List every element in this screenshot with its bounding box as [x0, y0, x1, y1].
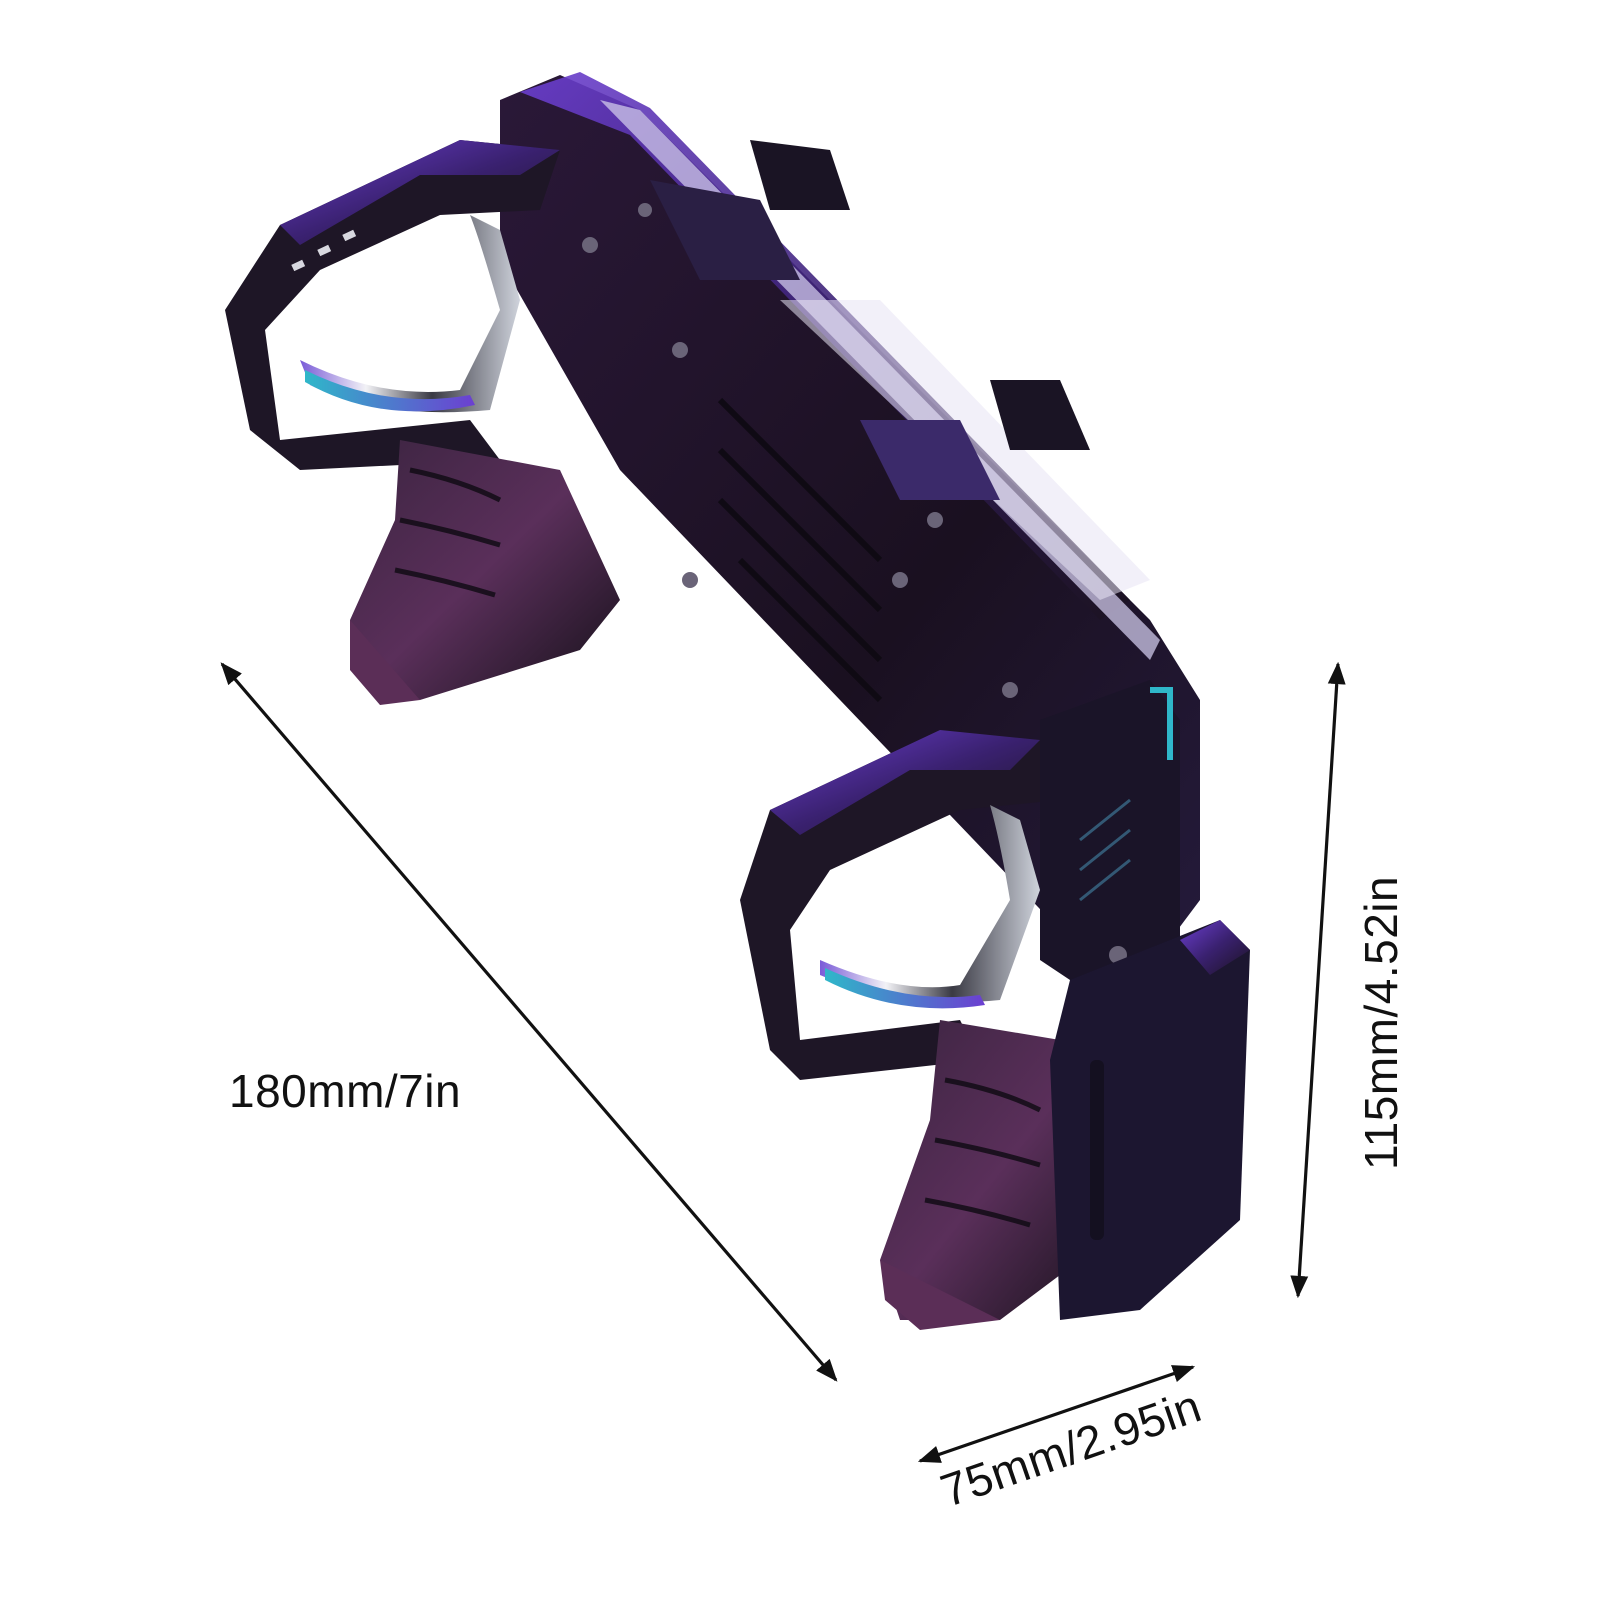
- diagonal-dimension-arrow: [220, 662, 838, 1382]
- horizontal-dimension-arrow: [917, 1365, 1196, 1463]
- height-dimension-label: 115mm/4.52in: [1355, 875, 1407, 1170]
- length-dimension-label: 180mm/7in: [229, 1065, 462, 1117]
- controller-body: [500, 72, 1200, 940]
- right-grip-handle: [880, 920, 1250, 1330]
- left-grip-handle: [350, 440, 620, 705]
- left-trigger-ring: [225, 140, 560, 470]
- vertical-dimension-arrow: [1290, 661, 1346, 1299]
